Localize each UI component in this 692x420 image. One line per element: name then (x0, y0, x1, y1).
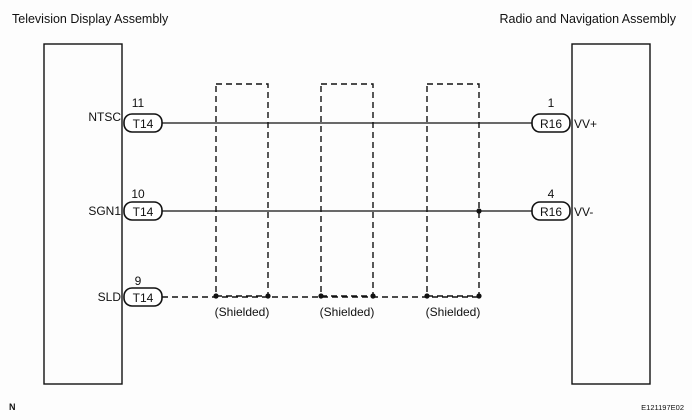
shield-label: (Shielded) (215, 305, 270, 319)
right-connector (531, 201, 571, 221)
left-connector-label: T14 (133, 117, 154, 131)
junction-dot (424, 293, 430, 299)
left-connector-label: T14 (133, 291, 154, 305)
right-assembly-box (571, 43, 651, 385)
right-signal-label: VV+ (574, 117, 597, 131)
right-assembly-title: Radio and Navigation Assembly (500, 12, 677, 26)
left-pin-number: 9 (135, 274, 142, 288)
right-connector-label: R16 (540, 117, 562, 131)
shield-boxes (215, 83, 480, 297)
junction-dot (213, 293, 219, 299)
right-connector (531, 113, 571, 133)
shield-box-3 (426, 83, 480, 297)
left-signal-label: SLD (98, 290, 122, 304)
shield-junction-dot (476, 208, 482, 214)
figure-code: E121197E02 (641, 403, 684, 412)
junction-dot (370, 293, 376, 299)
right-pin-number: 4 (548, 187, 555, 201)
right-signal-label: VV- (574, 205, 593, 219)
shield-box-1 (215, 83, 269, 297)
left-assembly-title: Television Display Assembly (12, 12, 169, 26)
footer-left-mark: N (9, 402, 16, 412)
wire-sgn1: SGN1 10 T14 R16 4 VV- (88, 187, 593, 221)
wire-ntsc: NTSC 11 T14 R16 1 VV+ (88, 96, 597, 133)
junction-dot (265, 293, 271, 299)
shield-label: (Shielded) (426, 305, 481, 319)
left-connector-label: T14 (133, 205, 154, 219)
left-pin-number: 11 (132, 96, 145, 110)
shield-label: (Shielded) (320, 305, 375, 319)
right-connector-label: R16 (540, 205, 562, 219)
junction-dot (476, 293, 482, 299)
wire-sld: SLD 9 T14 (98, 274, 482, 307)
right-pin-number: 1 (548, 96, 555, 110)
left-signal-label: SGN1 (88, 204, 121, 218)
left-pin-number: 10 (131, 187, 145, 201)
shield-box-2 (320, 83, 374, 297)
junction-dot (318, 293, 324, 299)
left-assembly-box (43, 43, 123, 385)
left-signal-label: NTSC (88, 110, 121, 124)
